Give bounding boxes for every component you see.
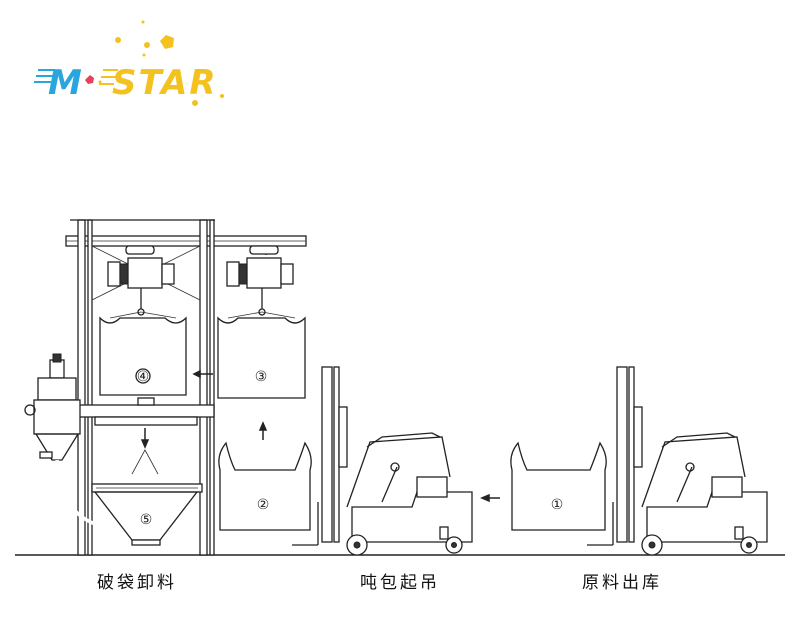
bag-number-1: ① xyxy=(551,497,564,513)
m-star-logo: M STAR xyxy=(34,20,224,106)
caption-outbound: 原料出库 xyxy=(582,573,662,593)
forklift-outbound xyxy=(586,366,768,556)
caption-lifting: 吨包起吊 xyxy=(360,573,440,593)
ton-bag-2: ② xyxy=(218,441,312,531)
bag-number-2: ② xyxy=(257,497,270,513)
logo-star-text: STAR xyxy=(112,63,218,103)
electric-hoist-right xyxy=(226,245,294,316)
logo-m-text: M xyxy=(48,63,82,103)
logo-star-big xyxy=(160,35,174,49)
discharge-hopper-5: ⑤ xyxy=(91,449,203,546)
bag-number-4: ④ xyxy=(137,369,150,385)
bag-number-3: ③ xyxy=(255,369,268,385)
forklift-lifting xyxy=(291,366,473,556)
ton-bag-1: ① xyxy=(510,441,607,531)
ton-bag-4: ④ xyxy=(99,311,187,396)
flow-arrows xyxy=(140,369,500,503)
ton-bag-3: ③ xyxy=(217,311,306,399)
bag-number-5: ⑤ xyxy=(140,512,153,528)
dust-collector xyxy=(24,353,111,530)
electric-hoist-left xyxy=(107,245,175,316)
caption-unloading: 破袋卸料 xyxy=(97,573,177,593)
logo-star-dot xyxy=(85,75,94,84)
unloading-frame xyxy=(65,219,307,556)
